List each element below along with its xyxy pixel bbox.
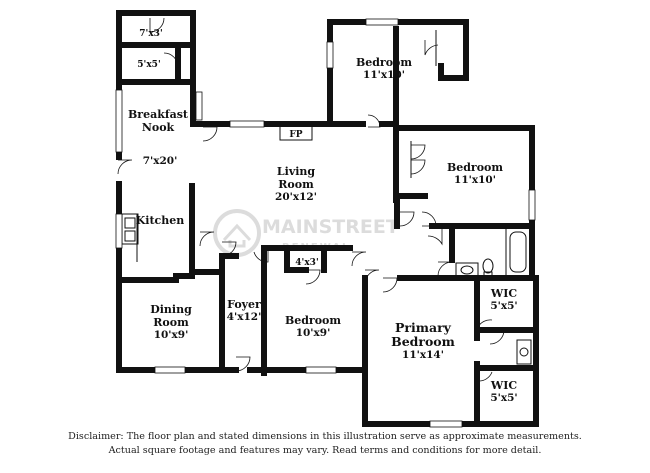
room-labels: 7'x3' 5'x5' Breakfast Nook 7'x20' Kitche… (128, 29, 518, 404)
bedroom-mid-door (253, 248, 269, 263)
primary-bedroom-name-2: Bedroom (391, 334, 455, 349)
hall-closet-door-1 (351, 251, 367, 267)
vanity-icon (455, 262, 479, 278)
bedroom-top-name: Bedroom (356, 56, 412, 69)
wic-1-dim: 5'x5' (490, 300, 517, 312)
primary-bedroom-dim: 11'x14' (402, 349, 444, 361)
kitchen-dim: 7'x20' (143, 155, 178, 167)
door-swings (117, 17, 505, 382)
wic-1-door (477, 313, 493, 329)
living-room-dim: 20'x12' (275, 191, 317, 203)
wic-2-name: WIC (490, 379, 517, 392)
primary-bath-vanity-icon (516, 339, 532, 365)
fireplace-label: FP (289, 130, 302, 140)
dining-room-name-1: Dining (150, 303, 192, 316)
watermark-brand: MAINSTREET (262, 216, 399, 238)
hall-closet-door (305, 269, 321, 285)
hall-closet-dim: 4'x3' (295, 258, 318, 268)
bedroom-top-door (367, 114, 381, 128)
bedroom-right-door (399, 211, 415, 227)
bath-door (427, 228, 443, 246)
disclaimer-line-1: Disclaimer: The floor plan and stated di… (68, 431, 582, 442)
living-room-name-2: Room (278, 178, 314, 191)
disclaimer: Disclaimer: The floor plan and stated di… (0, 430, 650, 458)
primary-bedroom-name-1: Primary (395, 320, 452, 335)
kitchen-name: Kitchen (136, 214, 185, 227)
window-kitchen-west (115, 213, 123, 249)
linen-door (437, 261, 453, 277)
foyer-name: Foyer (227, 298, 261, 311)
closet-top-dim: 7'x3' (139, 29, 162, 39)
watermark-logo-icon (213, 209, 261, 257)
walls (116, 10, 539, 427)
closet-door (149, 17, 165, 33)
dining-room-name-2: Room (153, 316, 189, 329)
nook-patio-door (202, 126, 218, 142)
window-living-north (229, 120, 265, 128)
primary-door-2 (382, 277, 398, 293)
dining-room-dim: 10'x9' (154, 329, 189, 341)
wic-1-name: WIC (490, 287, 517, 300)
window-bedroom-mid-south (305, 366, 337, 374)
foyer-dim: 4'x12' (227, 311, 262, 323)
windows (115, 18, 536, 428)
window-bedroom-top-west (326, 41, 334, 69)
bedroom-top-dim: 11'x10' (363, 69, 405, 81)
disclaimer-line-2: Actual square footage and features may v… (108, 445, 542, 456)
watermark-house-icon (222, 223, 252, 248)
bedroom-mid-name: Bedroom (285, 314, 341, 327)
kitchen-side-door (117, 159, 133, 175)
living-room-name-1: Living (277, 165, 315, 178)
breakfast-nook-name-1: Breakfast (128, 108, 189, 121)
window-bedroom-right-east (528, 189, 536, 221)
bedroom-right-dim: 11'x10' (454, 174, 496, 186)
bedroom-right-name: Bedroom (447, 161, 503, 174)
toilet-icon (482, 258, 494, 274)
window-primary-south (429, 420, 463, 428)
bedroom-right-closet-door-1 (410, 144, 426, 160)
window-nook-east (195, 91, 203, 121)
window-nook-west (115, 89, 123, 153)
wic-2-dim: 5'x5' (490, 392, 517, 404)
pantry-dim: 5'x5' (137, 60, 160, 70)
bedroom-right-closet-door-2 (410, 159, 426, 175)
kitchen-door (199, 231, 215, 247)
bedroom-top-closet-door (424, 40, 439, 56)
breakfast-nook-name-2: Nook (142, 121, 175, 134)
window-dining-south (154, 366, 186, 374)
bedroom-mid-dim: 10'x9' (296, 327, 331, 339)
window-bedroom-top-north (365, 18, 399, 26)
